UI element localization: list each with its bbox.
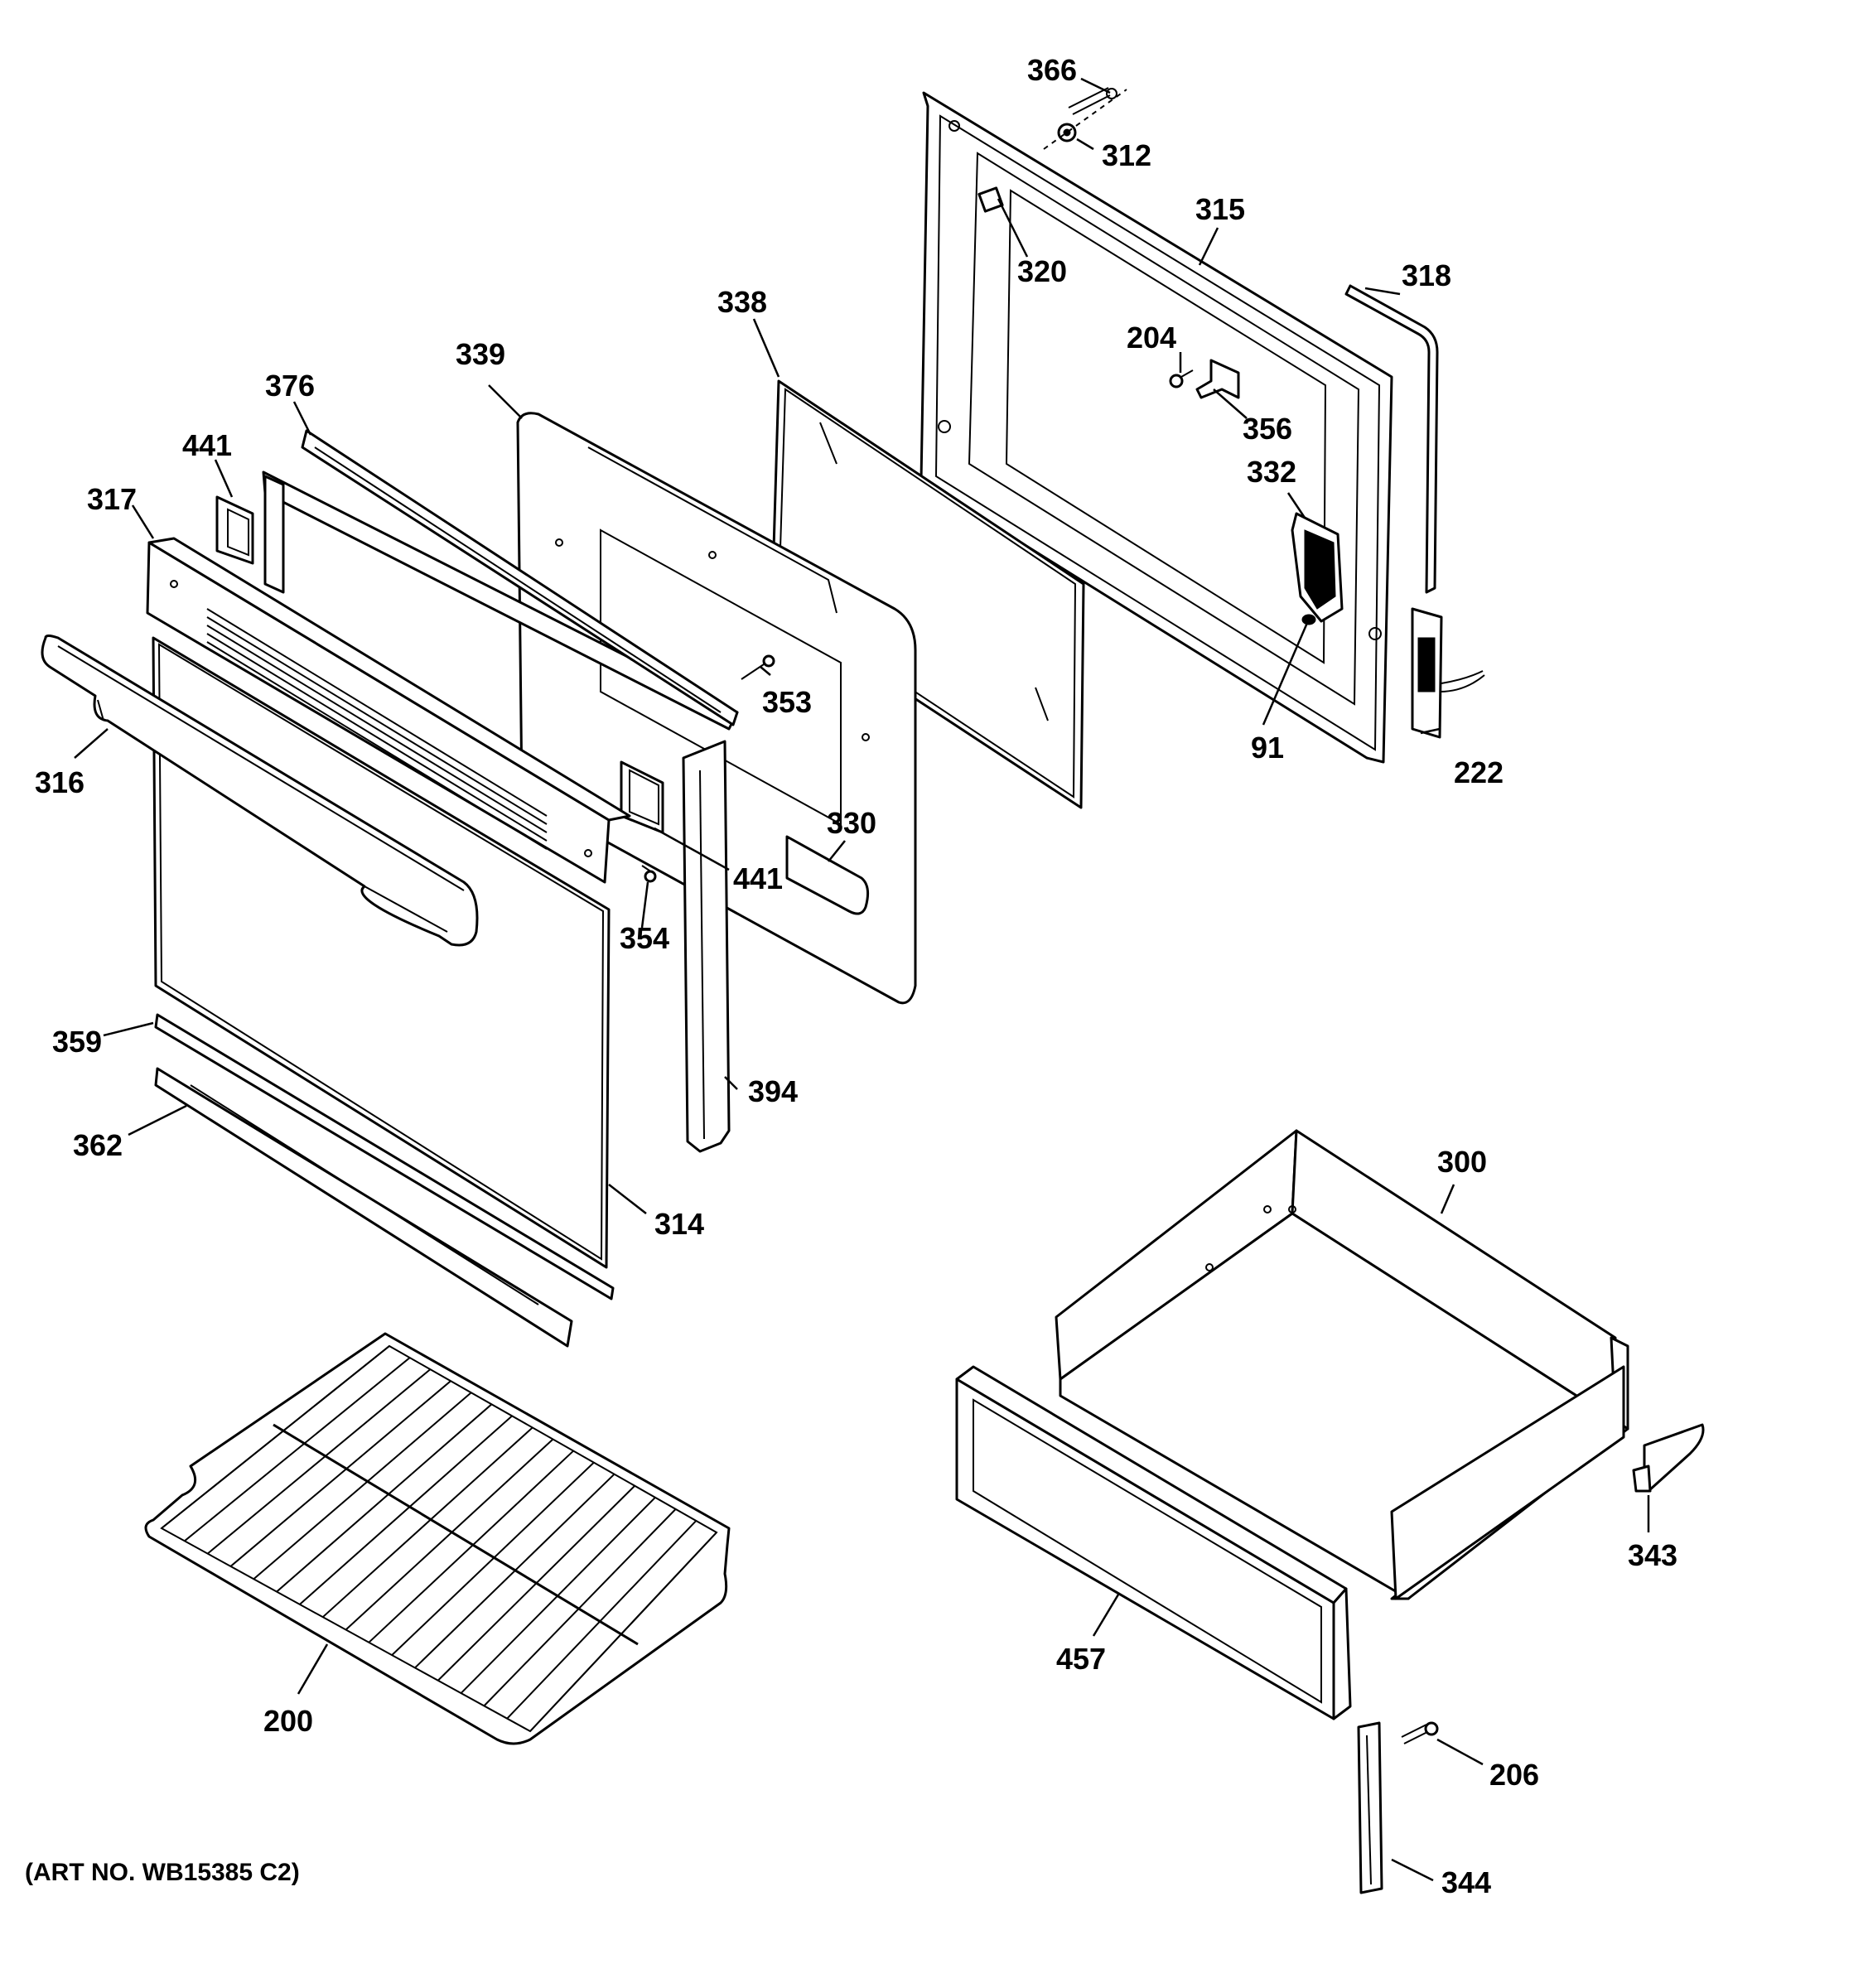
stop-320-icon [977,186,1004,213]
rack-wire [345,1438,554,1631]
rack-wire [206,1368,432,1555]
rack-wire [161,1345,390,1529]
callout-91: 91 [1251,731,1284,765]
callout-300: 300 [1437,1145,1487,1179]
callout-314: 314 [654,1207,704,1241]
callout-376: 376 [265,369,315,403]
drawer-front-457-icon [955,1365,1352,1720]
drawer-glide-344-icon [1357,1721,1383,1894]
screw-91-icon [1301,614,1316,625]
callout-206: 206 [1489,1758,1539,1792]
rack-wire [184,1357,411,1542]
oven-rack-200-icon [144,1332,731,1745]
callout-394: 394 [748,1074,798,1108]
art-number: (ART NO. WB15385 C2) [25,1859,300,1886]
rack-wire [368,1450,574,1643]
bracket-441a-icon [215,495,254,565]
nut-312-icon [1057,123,1077,142]
hinge-bracket-332-icon [1291,512,1344,623]
hinge-222-icon [1411,607,1485,739]
callout-354: 354 [620,921,669,955]
rack-wire [229,1380,451,1567]
drawer-stop-343-icon [1632,1423,1705,1493]
callout-366: 366 [1027,53,1077,87]
door-gasket-318-icon [1344,284,1439,594]
callout-318: 318 [1402,258,1451,292]
screw-206-icon [1401,1721,1439,1744]
callout-344: 344 [1441,1865,1491,1899]
screw-366-icon [1068,87,1117,115]
door-handle-316-icon [41,635,479,947]
rack-wire [299,1415,513,1605]
callout-338: 338 [717,285,767,319]
door-glass-338-icon [770,379,1085,809]
callout-317: 317 [87,482,137,516]
callout-353: 353 [762,685,812,719]
screw-204-icon [1169,369,1194,388]
vent-slots [206,608,548,850]
rack-wire [483,1508,677,1707]
callout-200: 200 [263,1704,313,1738]
rack-wire [253,1392,472,1580]
rack-wire [506,1520,697,1720]
callout-362: 362 [73,1128,123,1162]
rack-wire [322,1426,533,1618]
vent-trim-317-icon [146,537,631,884]
callout-359: 359 [52,1025,102,1059]
rack-wire [391,1461,595,1656]
callout-339: 339 [456,337,505,371]
callout-316: 316 [35,765,84,799]
callout-332: 332 [1247,455,1296,489]
callout-343: 343 [1628,1538,1677,1572]
callout-320: 320 [1017,254,1067,288]
callout-204: 204 [1127,321,1176,355]
callout-356: 356 [1243,412,1292,446]
strip-359-icon [154,1013,615,1300]
side-trim-394-icon [682,740,731,1153]
leader-lines [74,77,1650,1882]
screw-353-icon [741,654,775,680]
callout-457: 457 [1056,1642,1106,1676]
inner-door-panel-315 [920,91,1393,764]
callout-330: 330 [827,806,876,840]
rack-wire [529,1532,717,1732]
callout-222: 222 [1454,755,1504,789]
callout-labels: 366 312 315 320 318 204 356 338 339 376 … [35,53,1677,1899]
callout-441-top: 441 [182,428,232,462]
door-frame-376-icon [262,429,739,731]
strip-362-icon [154,1067,573,1348]
screw-354-icon [641,865,657,883]
bracket-356-icon [1195,359,1240,399]
rack-wire [276,1403,493,1593]
trim-330-icon [785,835,870,915]
callout-312: 312 [1102,138,1151,172]
callout-315: 315 [1195,192,1245,226]
drawer-body-300-icon [1055,1129,1629,1600]
callout-441-bottom: 441 [733,861,783,895]
